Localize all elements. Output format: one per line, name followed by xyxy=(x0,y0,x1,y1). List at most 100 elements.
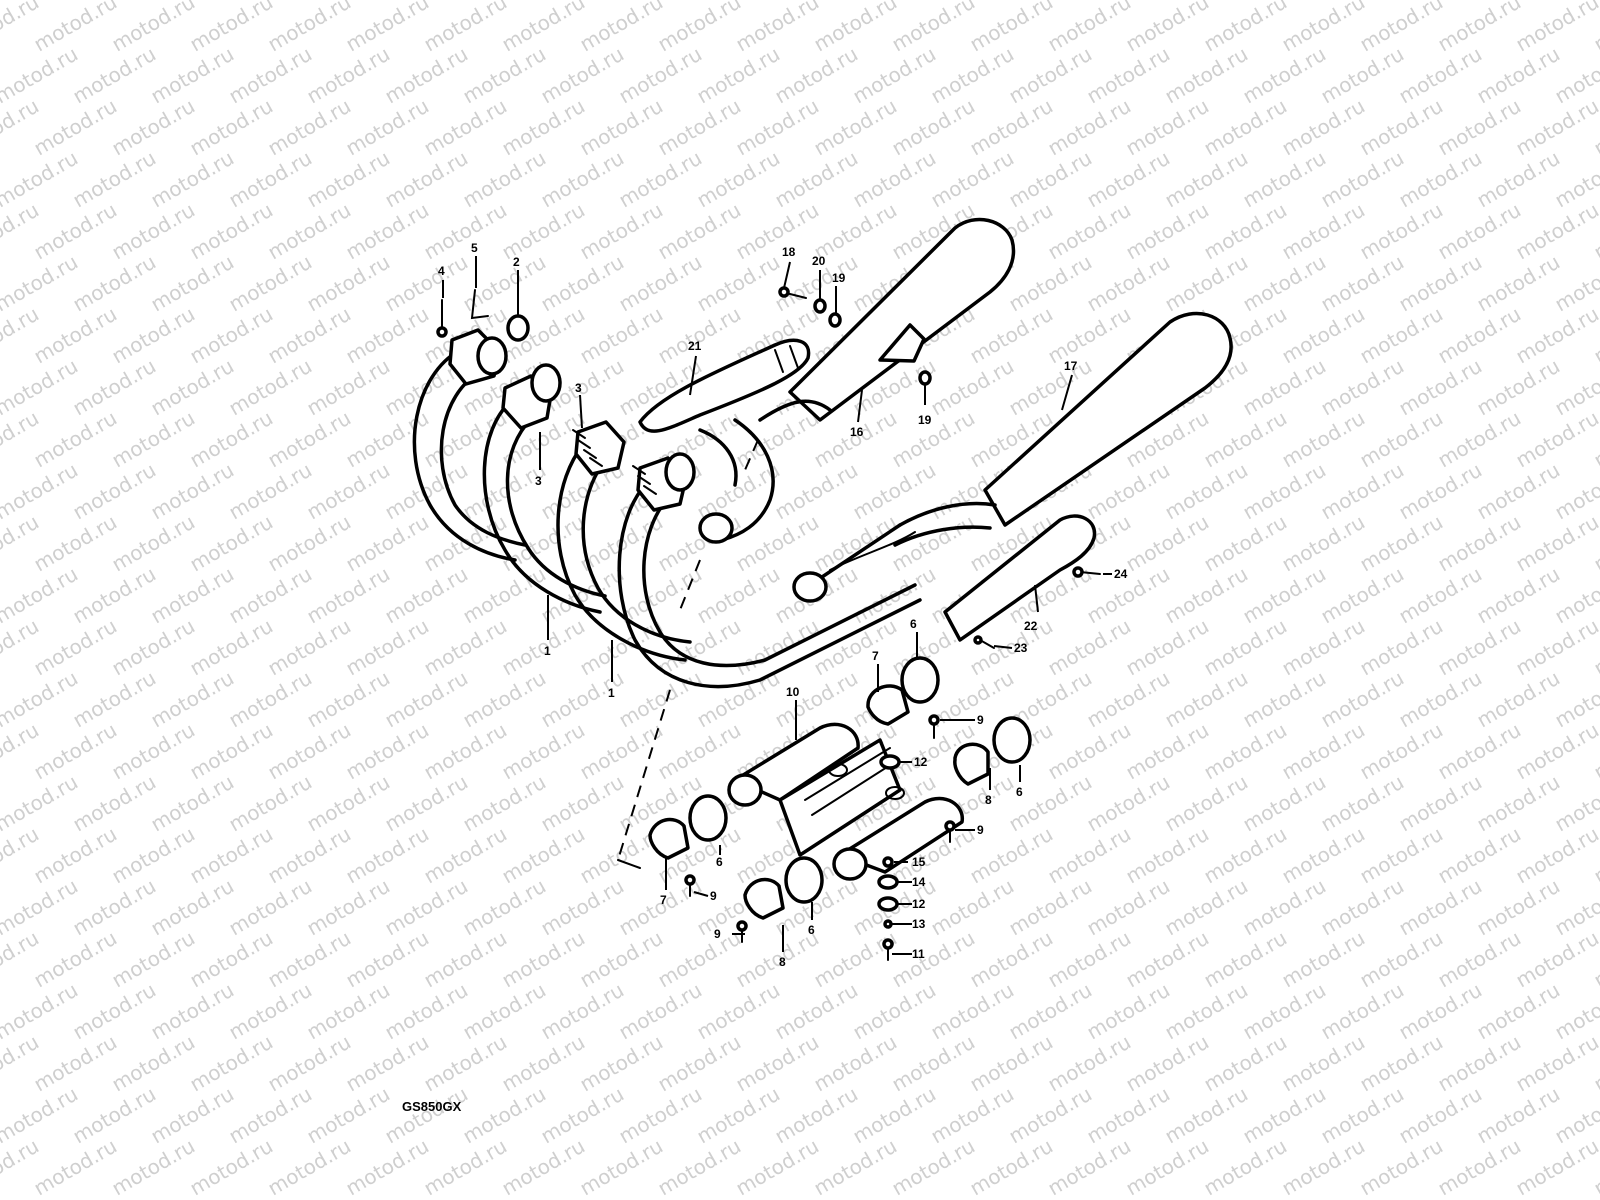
watermark-text: motod.ru xyxy=(966,926,1057,993)
watermark-text: motod.ru xyxy=(186,510,277,577)
watermark-text: motod.ru xyxy=(576,94,667,161)
watermark-text: motod.ru xyxy=(1512,302,1600,369)
watermark-text: motod.ru xyxy=(1005,250,1096,317)
watermark-text: motod.ru xyxy=(1317,666,1408,733)
watermark-text: motod.ru xyxy=(1239,250,1330,317)
watermark-text: motod.ru xyxy=(1200,926,1291,993)
watermark-text: motod.ru xyxy=(1083,666,1174,733)
watermark-text: motod.ru xyxy=(1317,770,1408,837)
watermark-text: motod.ru xyxy=(342,1134,433,1200)
watermark-text: motod.ru xyxy=(1200,718,1291,785)
watermark-text: motod.ru xyxy=(1161,770,1252,837)
watermark-text: motod.ru xyxy=(1512,510,1600,577)
watermark-text: motod.ru xyxy=(108,302,199,369)
watermark-text: motod.ru xyxy=(459,146,550,213)
watermark-text: motod.ru xyxy=(693,146,784,213)
callout-c7b: 7 xyxy=(660,893,667,907)
callout-c19a: 19 xyxy=(832,271,846,285)
watermark-text: motod.ru xyxy=(576,198,667,265)
watermark-text: motod.ru xyxy=(1278,510,1369,577)
callout-c6b: 6 xyxy=(1016,785,1023,799)
watermark-text: motod.ru xyxy=(225,458,316,525)
watermark-text: motod.ru xyxy=(1239,1082,1330,1149)
watermark-text: motod.ru xyxy=(69,874,160,941)
watermark-text: motod.ru xyxy=(1044,822,1135,889)
watermark-text: motod.ru xyxy=(498,1030,589,1097)
watermark-text: motod.ru xyxy=(30,406,121,473)
watermark-text: motod.ru xyxy=(693,978,784,1045)
watermark-text: motod.ru xyxy=(30,198,121,265)
watermark-text: motod.ru xyxy=(1317,354,1408,421)
leader-lines xyxy=(442,256,1112,955)
watermark-text: motod.ru xyxy=(1083,770,1174,837)
watermark-text: motod.ru xyxy=(420,926,511,993)
watermark-text: motod.ru xyxy=(1044,718,1135,785)
watermark-text: motod.ru xyxy=(1239,458,1330,525)
watermark-text: motod.ru xyxy=(225,562,316,629)
watermark-text: motod.ru xyxy=(1356,822,1447,889)
watermark-text: motod.ru xyxy=(342,718,433,785)
watermark-text: motod.ru xyxy=(927,874,1018,941)
watermark-text: motod.ru xyxy=(927,354,1018,421)
watermark-text: motod.ru xyxy=(1473,1082,1564,1149)
watermark-text: motod.ru xyxy=(810,1030,901,1097)
watermark-text: motod.ru xyxy=(1083,146,1174,213)
watermark-text: motod.ru xyxy=(849,146,940,213)
watermark-text: motod.ru xyxy=(1473,874,1564,941)
watermark-text: motod.ru xyxy=(1356,926,1447,993)
watermark-text: motod.ru xyxy=(966,302,1057,369)
watermark-text: motod.ru xyxy=(1434,614,1525,681)
watermark-text: motod.ru xyxy=(1083,250,1174,317)
watermark-text: motod.ru xyxy=(459,562,550,629)
assembly-guide-lines xyxy=(617,689,671,869)
watermark-text: motod.ru xyxy=(1395,666,1486,733)
watermark-text: motod.ru xyxy=(1434,198,1525,265)
watermark-text: motod.ru xyxy=(186,1030,277,1097)
watermark-text: motod.ru xyxy=(615,978,706,1045)
watermark-text: motod.ru xyxy=(30,614,121,681)
watermark-text: motod.ru xyxy=(186,718,277,785)
watermark-text: motod.ru xyxy=(420,718,511,785)
watermark-text: motod.ru xyxy=(771,666,862,733)
watermark-text: motod.ru xyxy=(576,926,667,993)
watermark-text: motod.ru xyxy=(1083,42,1174,109)
watermark-text: motod.ru xyxy=(69,354,160,421)
watermark-text: motod.ru xyxy=(459,1082,550,1149)
watermark-text: motod.ru xyxy=(1434,1134,1525,1200)
watermark-text: motod.ru xyxy=(30,302,121,369)
watermark-text: motod.ru xyxy=(1005,770,1096,837)
watermark-text: motod.ru xyxy=(1317,458,1408,525)
callout-c3b: 3 xyxy=(535,474,542,488)
watermark-text: motod.ru xyxy=(888,94,979,161)
callout-c10: 10 xyxy=(786,685,800,699)
watermark-text: motod.ru xyxy=(108,614,199,681)
watermark-text: motod.ru xyxy=(576,0,667,56)
watermark-text: motod.ru xyxy=(1200,1134,1291,1200)
watermark-text: motod.ru xyxy=(264,926,355,993)
watermark-text: motod.ru xyxy=(888,1030,979,1097)
watermark-text: motod.ru xyxy=(810,0,901,56)
watermark-text: motod.ru xyxy=(264,94,355,161)
watermark-text: motod.ru xyxy=(1200,94,1291,161)
watermark-text: motod.ru xyxy=(459,978,550,1045)
watermark-text: motod.ru xyxy=(303,354,394,421)
watermark-text: motod.ru xyxy=(420,198,511,265)
watermark-text: motod.ru xyxy=(186,926,277,993)
watermark-text: motod.ru xyxy=(342,822,433,889)
watermark-text: motod.ru xyxy=(537,770,628,837)
watermark-text: motod.ru xyxy=(1239,874,1330,941)
watermark-text: motod.ru xyxy=(264,302,355,369)
watermark-text: motod.ru xyxy=(108,94,199,161)
watermark-text: motod.ru xyxy=(342,94,433,161)
watermark-text: motod.ru xyxy=(1356,718,1447,785)
watermark-text: motod.ru xyxy=(732,94,823,161)
watermark-text: motod.ru xyxy=(693,250,784,317)
watermark-text: motod.ru xyxy=(30,1030,121,1097)
watermark-text: motod.ru xyxy=(1395,770,1486,837)
watermark-text: motod.ru xyxy=(147,146,238,213)
watermark-text: motod.ru xyxy=(420,94,511,161)
watermark-text: motod.ru xyxy=(615,250,706,317)
watermark-text: motod.ru xyxy=(1434,0,1525,56)
watermark-text: motod.ru xyxy=(1395,354,1486,421)
watermark-text: motod.ru xyxy=(1200,1030,1291,1097)
